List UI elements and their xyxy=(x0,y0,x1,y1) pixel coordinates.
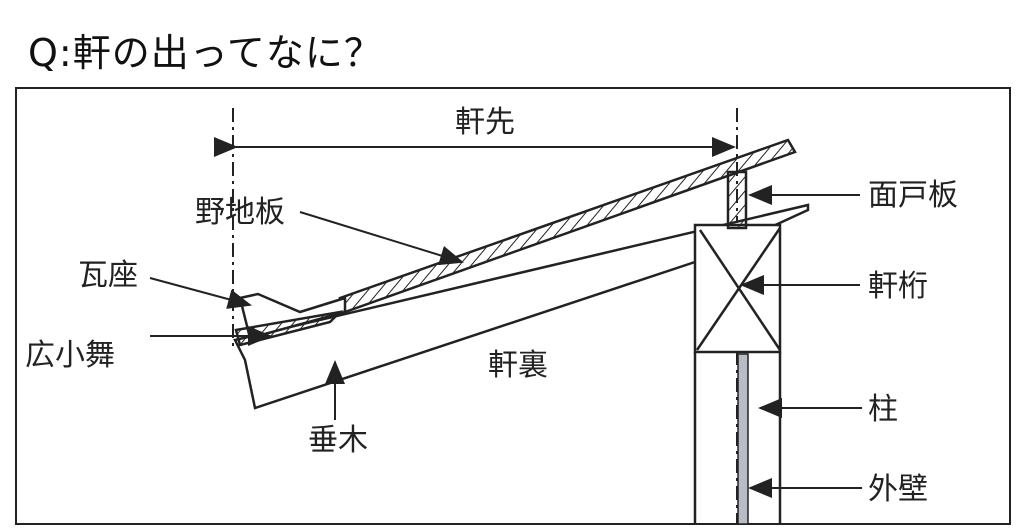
frieze-board xyxy=(726,170,748,230)
leader-arrow-kawaraza xyxy=(149,277,252,309)
label-nokiura: 軒裏 xyxy=(488,348,548,383)
label-kawaraza: 瓦座 xyxy=(78,258,138,293)
label-nokigeta: 軒桁 xyxy=(868,269,928,304)
page-title: Q:軒の出ってなに？ xyxy=(28,31,383,75)
leader-arrow-nojiita xyxy=(299,211,464,266)
label-nokisaki: 軒先 xyxy=(455,105,515,140)
label-hashira: 柱 xyxy=(868,392,898,427)
label-taruki: 垂木 xyxy=(308,423,368,458)
diagram-frame xyxy=(15,87,1011,525)
label-hirokomai: 広小舞 xyxy=(25,338,115,373)
label-gaiheki: 外壁 xyxy=(868,472,928,507)
label-nojiita: 野地板 xyxy=(195,195,285,230)
outer-wall xyxy=(737,353,749,525)
label-mendoita: 面戸板 xyxy=(868,178,958,213)
beam-cross-line xyxy=(695,227,782,351)
